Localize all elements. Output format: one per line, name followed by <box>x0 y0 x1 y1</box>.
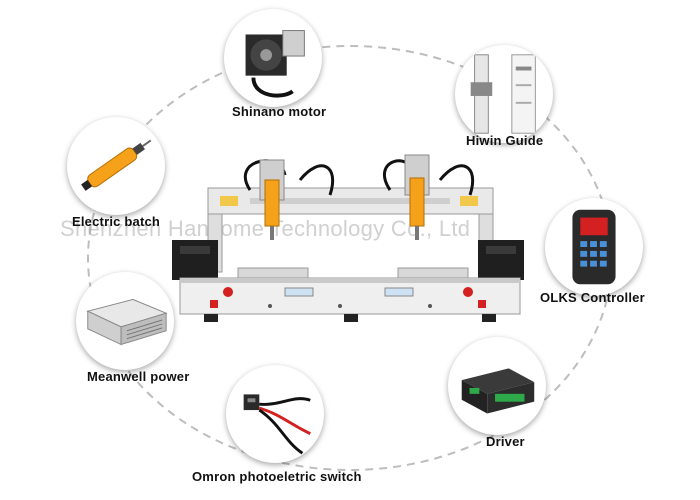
hiwin-guide-image <box>455 45 553 143</box>
meanwell-power-label: Meanwell power <box>87 369 190 384</box>
shinano-motor-image <box>224 9 322 107</box>
omron-switch-label: Omron photoeletric switch <box>192 469 362 484</box>
driver-label: Driver <box>486 434 525 449</box>
hiwin-guide-label: Hiwin Guide <box>466 133 544 148</box>
olks-controller-image <box>545 198 643 296</box>
omron-switch-image <box>226 365 324 463</box>
screw-machine-image <box>172 154 524 322</box>
olks-controller-label: OLKS Controller <box>540 290 645 305</box>
electric-batch-image <box>67 117 165 215</box>
electric-batch-label: Electric batch <box>72 214 161 229</box>
meanwell-power-image <box>76 272 174 370</box>
shinano-motor-label: Shinano motor <box>232 104 327 119</box>
driver-image <box>448 337 546 435</box>
